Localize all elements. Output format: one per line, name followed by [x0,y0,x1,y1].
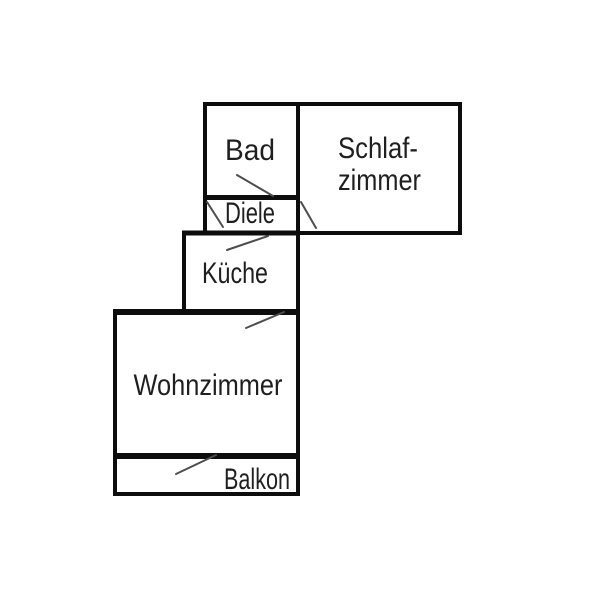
room-label-schlafzimmer-line2: zimmer [338,164,421,197]
room-label-schlafzimmer-line1: Schlaf- [338,132,418,165]
door-lines [175,174,317,475]
door-diele-schlafzimmer-line [300,201,317,229]
door-kueche-wohnzimmer-line [245,311,285,329]
room-schlafzimmer [296,102,462,235]
room-balkon [113,454,300,496]
room-label-bad: Bad [225,134,275,167]
room-label-wohnzimmer: Wohnzimmer [134,369,283,402]
door-entry-diele-line [206,201,224,228]
door-wohnzimmer-balkon-line [175,454,217,475]
room-label-kueche: Küche [202,257,268,290]
room-walls [113,102,462,496]
room-labels: Bad Schlaf- zimmer Diele Küche Wohnzimme… [134,132,422,496]
room-label-diele: Diele [225,197,275,230]
room-label-balkon: Balkon [224,463,290,496]
door-diele-kueche-line [226,235,269,251]
door-bad-diele-line [236,174,274,197]
room-kueche [182,231,300,314]
